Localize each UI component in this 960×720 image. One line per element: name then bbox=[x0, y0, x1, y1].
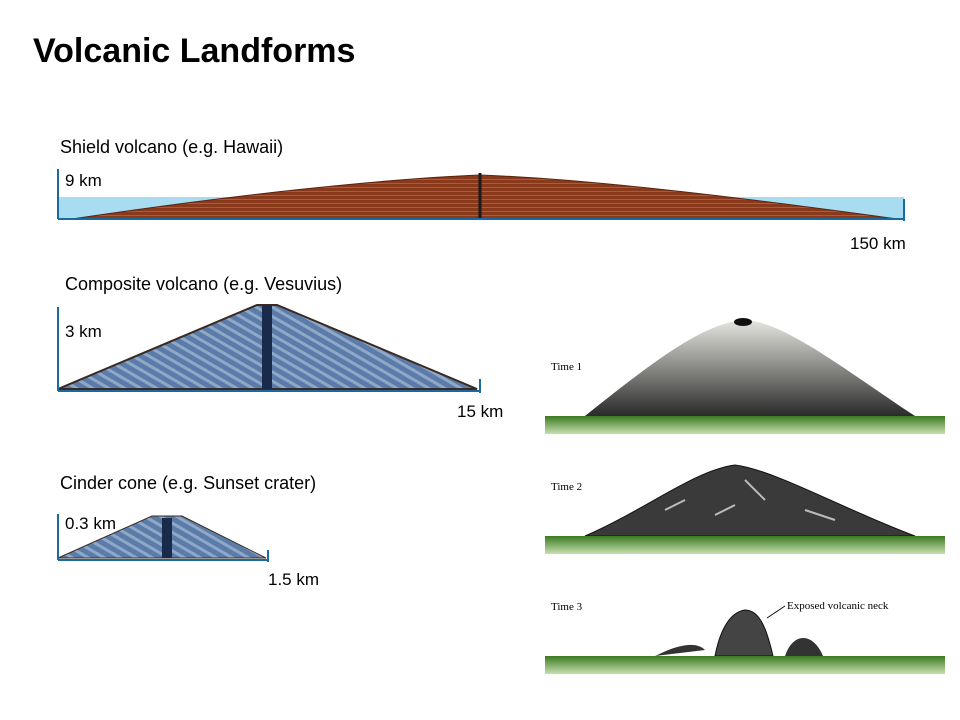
cinder-width-label: 1.5 km bbox=[268, 570, 320, 589]
shield-volcano-label: Shield volcano (e.g. Hawaii) bbox=[60, 137, 284, 157]
cinder-height-label: 0.3 km bbox=[65, 514, 117, 533]
shield-height-label: 9 km bbox=[65, 171, 102, 190]
shield-volcano-diagram bbox=[57, 169, 905, 221]
cinder-cone-label: Cinder cone (e.g. Sunset crater) bbox=[60, 473, 317, 493]
composite-width-label: 15 km bbox=[457, 402, 504, 421]
volcano-time2 bbox=[584, 464, 916, 537]
time-sequence-illustration bbox=[545, 318, 945, 674]
cinder-cone-diagram bbox=[57, 514, 269, 562]
time2-label: Time 2 bbox=[551, 481, 583, 493]
exposed-neck-annotation: Exposed volcanic neck bbox=[787, 600, 889, 612]
shield-width-label: 150 km bbox=[850, 234, 906, 253]
time1-label: Time 1 bbox=[551, 361, 583, 373]
composite-volcano-diagram bbox=[57, 304, 481, 393]
volcanic-neck bbox=[714, 609, 774, 657]
composite-volcano-label: Composite volcano (e.g. Vesuvius) bbox=[65, 274, 343, 294]
volcano-time1 bbox=[585, 320, 915, 416]
time3-label: Time 3 bbox=[551, 601, 583, 613]
composite-height-label: 3 km bbox=[65, 322, 102, 341]
page-title: Volcanic Landforms bbox=[33, 32, 356, 70]
